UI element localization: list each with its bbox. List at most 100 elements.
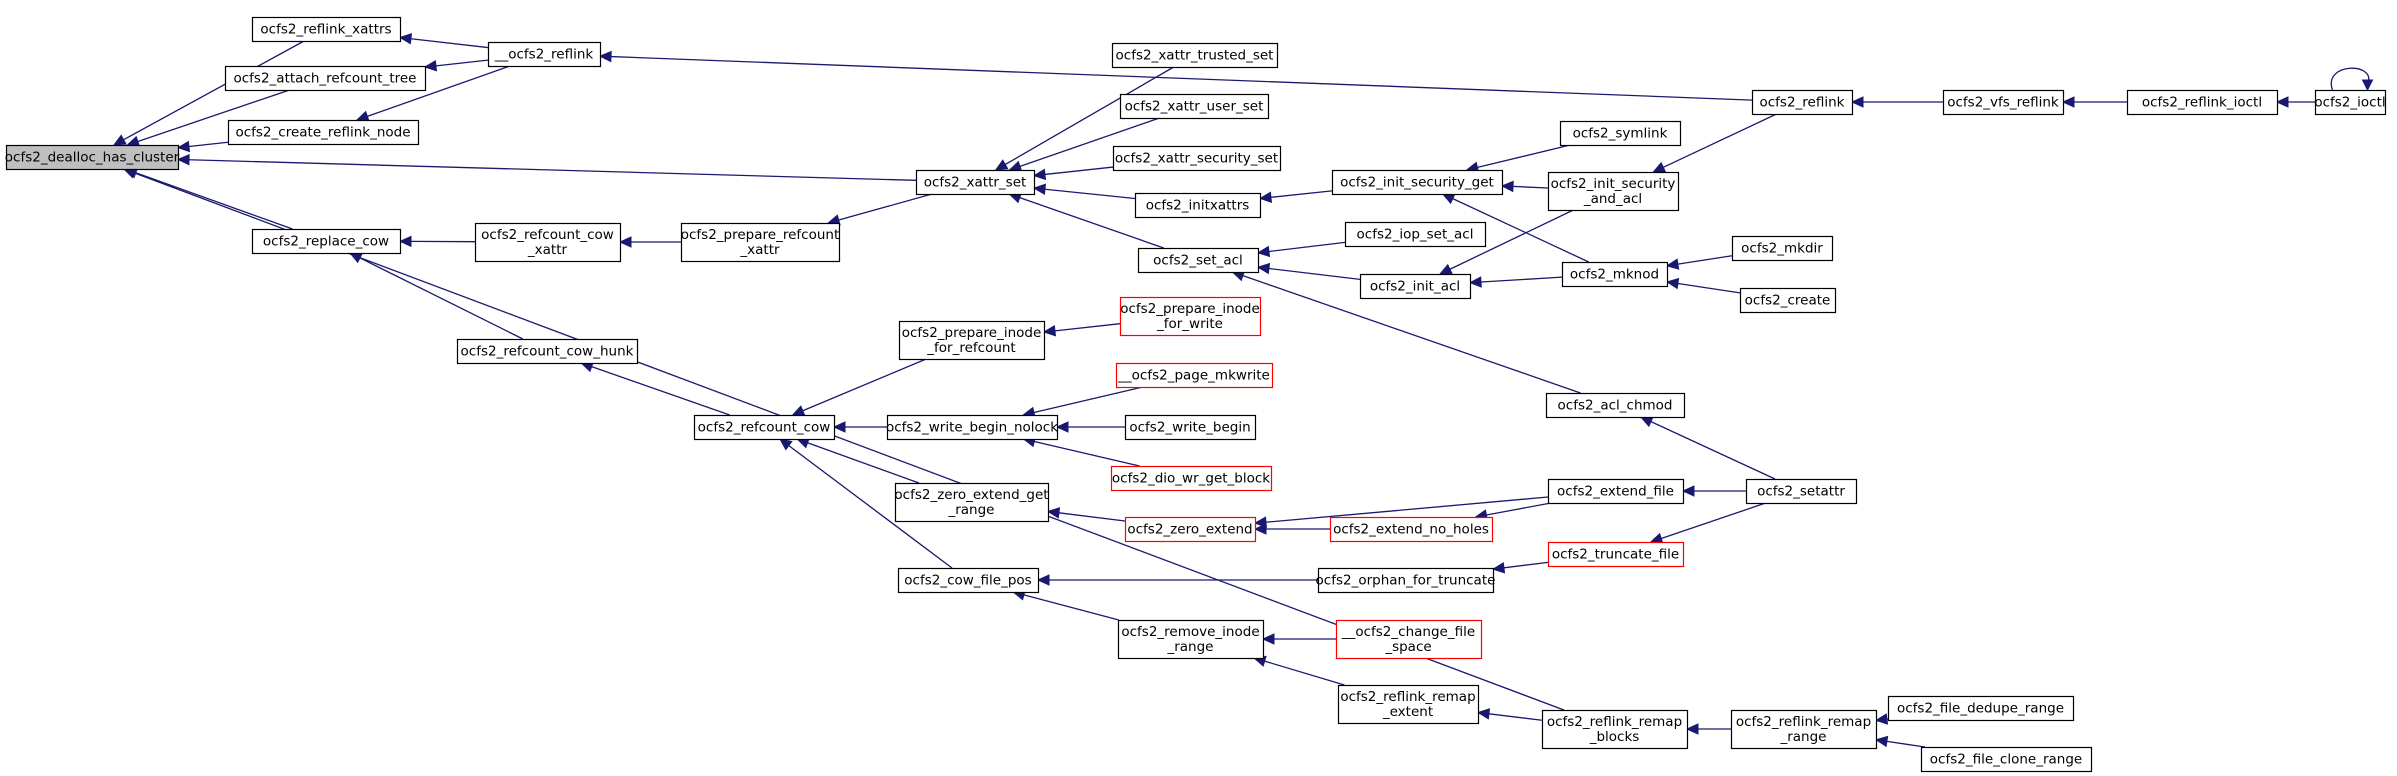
node-create-reflink-node[interactable]: ocfs2_create_reflink_node — [227, 119, 420, 146]
node-truncate-file[interactable]: ocfs2_truncate_file — [1547, 541, 1685, 568]
node-init-security-get[interactable]: ocfs2_init_security_get — [1331, 169, 1504, 196]
edge-line — [135, 172, 293, 230]
node-reflink-remap-range[interactable]: ocfs2_reflink_remap_range — [1730, 709, 1878, 750]
node-refcount-cow-hunk[interactable]: ocfs2_refcount_cow_hunk — [456, 338, 639, 365]
node-refcount-cow-xattr[interactable]: ocfs2_refcount_cow_xattr — [474, 222, 622, 263]
node-label: ocfs2_symlink — [1573, 126, 1668, 142]
edge-reflink-remap-extent-to-remove-inode-range — [1252, 655, 1345, 686]
edge-line — [1268, 241, 1346, 253]
node-xattr-trusted-set[interactable]: ocfs2_xattr_trusted_set — [1111, 42, 1279, 69]
node-label: ocfs2_vfs_reflink — [1947, 95, 2059, 111]
edge-setattr-to-truncate-file — [1649, 502, 1766, 544]
node-zero-extend-get-range[interactable]: ocfs2_zero_extend_get_range — [894, 482, 1050, 523]
node-reflink-xattrs[interactable]: ocfs2_reflink_xattrs — [251, 16, 402, 43]
edge-iop-set-acl-to-set-acl — [1256, 241, 1346, 258]
edge-prepare-refcount-xattr-to-refcount-cow-xattr — [618, 236, 681, 248]
node-box — [1117, 619, 1265, 660]
node-label: ocfs2_set_acl — [1153, 253, 1243, 269]
node-orphan-for-truncate[interactable]: ocfs2_orphan_for_truncate — [1316, 567, 1496, 594]
node-set-acl[interactable]: ocfs2_set_acl — [1137, 247, 1260, 274]
node-zero-extend[interactable]: ocfs2_zero_extend — [1124, 516, 1257, 543]
node-mkdir[interactable]: ocfs2_mkdir — [1731, 235, 1834, 262]
edge-xattr-set-to-prepare-refcount-xattr — [826, 193, 933, 226]
edge-zero-extend-to-zero-extend-get-range — [1046, 507, 1126, 522]
edge-line — [188, 159, 917, 181]
node-label: _extent — [1382, 704, 1433, 720]
edge-init-security-get-to-initxattrs — [1258, 190, 1333, 203]
node-page-mkwrite[interactable]: __ocfs2_page_mkwrite — [1115, 362, 1274, 389]
node-box — [2314, 89, 2387, 116]
node-vfs-reflink[interactable]: ocfs2_vfs_reflink — [1942, 89, 2065, 116]
node-cow-file-pos[interactable]: ocfs2_cow_file_pos — [897, 567, 1040, 594]
node-file-dedupe-range[interactable]: ocfs2_file_dedupe_range — [1887, 695, 2075, 722]
node-change-file-space[interactable]: __ocfs2_change_file_space — [1335, 619, 1483, 660]
node-box — [1559, 120, 1682, 147]
node-box — [227, 119, 420, 146]
node-prepare-inode-for-refcount[interactable]: ocfs2_prepare_inode_for_refcount — [898, 320, 1046, 361]
node-reflink-ioctl[interactable]: ocfs2_reflink_ioctl — [2126, 89, 2279, 116]
node-box — [2126, 89, 2279, 116]
node-dio-wr-get-block[interactable]: ocfs2_dio_wr_get_block — [1110, 465, 1273, 492]
node-setattr[interactable]: ocfs2_setattr — [1745, 478, 1858, 505]
edge-file-dedupe-range-to-reflink-remap-range — [1874, 713, 1889, 725]
edge-line — [1886, 740, 1926, 748]
node-label: ocfs2_mkdir — [1741, 241, 1823, 257]
edge-line — [123, 40, 305, 141]
node-label: _and_acl — [1583, 191, 1642, 207]
node-dealloc[interactable]: ocfs2_dealloc_has_cluster — [5, 144, 180, 171]
node-file-clone-range[interactable]: ocfs2_file_clone_range — [1920, 746, 2093, 773]
node-ioctl[interactable]: ocfs2_ioctl — [2314, 89, 2387, 116]
node-iop-set-acl[interactable]: ocfs2_iop_set_acl — [1344, 221, 1487, 248]
node-box — [1359, 273, 1472, 300]
edge-prepare-inode-for-refcount-to-refcount-cow — [791, 358, 927, 416]
node-initxattrs[interactable]: ocfs2_initxattrs — [1134, 192, 1262, 219]
node-xattr-user-set[interactable]: ocfs2_xattr_user_set — [1119, 93, 1270, 120]
node-mknod[interactable]: ocfs2_mknod — [1561, 261, 1669, 288]
node-prepare-inode-for-write[interactable]: ocfs2_prepare_inode_for_write — [1119, 296, 1262, 337]
node-label: ocfs2_create — [1745, 293, 1831, 309]
edge-arrowhead — [398, 33, 413, 45]
node-label: _for_refcount — [926, 340, 1015, 356]
edge-line — [1512, 185, 1549, 189]
node-reflink-remap-extent[interactable]: ocfs2_reflink_remap_extent — [1337, 684, 1480, 725]
node-write-begin[interactable]: ocfs2_write_begin — [1124, 414, 1257, 441]
edge-line — [1452, 198, 1590, 263]
node-label: _blocks — [1589, 729, 1640, 745]
edge-line — [838, 193, 933, 221]
node-reflink[interactable]: __ocfs2_reflink — [487, 41, 602, 68]
node-remove-inode-range[interactable]: ocfs2_remove_inode_range — [1117, 619, 1265, 660]
node-label: ocfs2_file_dedupe_range — [1897, 701, 2064, 717]
node-attach-refcount-tree[interactable]: ocfs2_attach_refcount_tree — [224, 65, 427, 92]
node-xattr-set[interactable]: ocfs2_xattr_set — [915, 169, 1036, 196]
node-label: ocfs2_xattr_set — [924, 175, 1027, 191]
node-extend-file[interactable]: ocfs2_extend_file — [1547, 478, 1685, 505]
node-reflink[interactable]: ocfs2_reflink — [1751, 89, 1854, 116]
node-box — [474, 222, 622, 263]
node-label: _xattr — [739, 242, 780, 258]
node-label: ocfs2_refcount_cow — [698, 420, 831, 436]
edge-arrowhead — [1665, 258, 1680, 270]
node-write-begin-nolock[interactable]: ocfs2_write_begin_nolock — [886, 414, 1058, 441]
node-box — [1329, 516, 1494, 543]
node-create[interactable]: ocfs2_create — [1739, 287, 1837, 314]
node-label: ocfs2_xattr_user_set — [1125, 99, 1264, 115]
node-init-acl[interactable]: ocfs2_init_acl — [1359, 273, 1472, 300]
node-label: ocfs2_setattr — [1757, 484, 1845, 500]
node-refcount-cow[interactable]: ocfs2_refcount_cow — [693, 414, 836, 441]
edge-reflink-ioctl-to-vfs-reflink — [2061, 96, 2127, 108]
node-box — [1134, 192, 1262, 219]
edge-arrowhead — [355, 110, 370, 122]
edge-create-to-mknod — [1665, 277, 1741, 294]
node-symlink[interactable]: ocfs2_symlink — [1559, 120, 1682, 147]
node-xattr-security-set[interactable]: ocfs2_xattr_security_set — [1112, 145, 1282, 172]
edge-line — [788, 445, 953, 569]
node-label: ocfs2_initxattrs — [1146, 198, 1250, 214]
node-prepare-refcount-xattr[interactable]: ocfs2_prepare_refcount_xattr — [681, 222, 841, 263]
edge-xattr-security-set-to-xattr-set — [1032, 166, 1114, 181]
node-acl-chmod[interactable]: ocfs2_acl_chmod — [1545, 392, 1686, 419]
node-extend-no-holes[interactable]: ocfs2_extend_no_holes — [1329, 516, 1494, 543]
node-label: ocfs2_ioctl — [2314, 95, 2385, 111]
node-reflink-remap-blocks[interactable]: ocfs2_reflink_remap_blocks — [1541, 709, 1689, 750]
node-init-security-and-acl[interactable]: ocfs2_init_security_and_acl — [1547, 171, 1680, 212]
node-replace-cow[interactable]: ocfs2_replace_cow — [251, 228, 402, 255]
